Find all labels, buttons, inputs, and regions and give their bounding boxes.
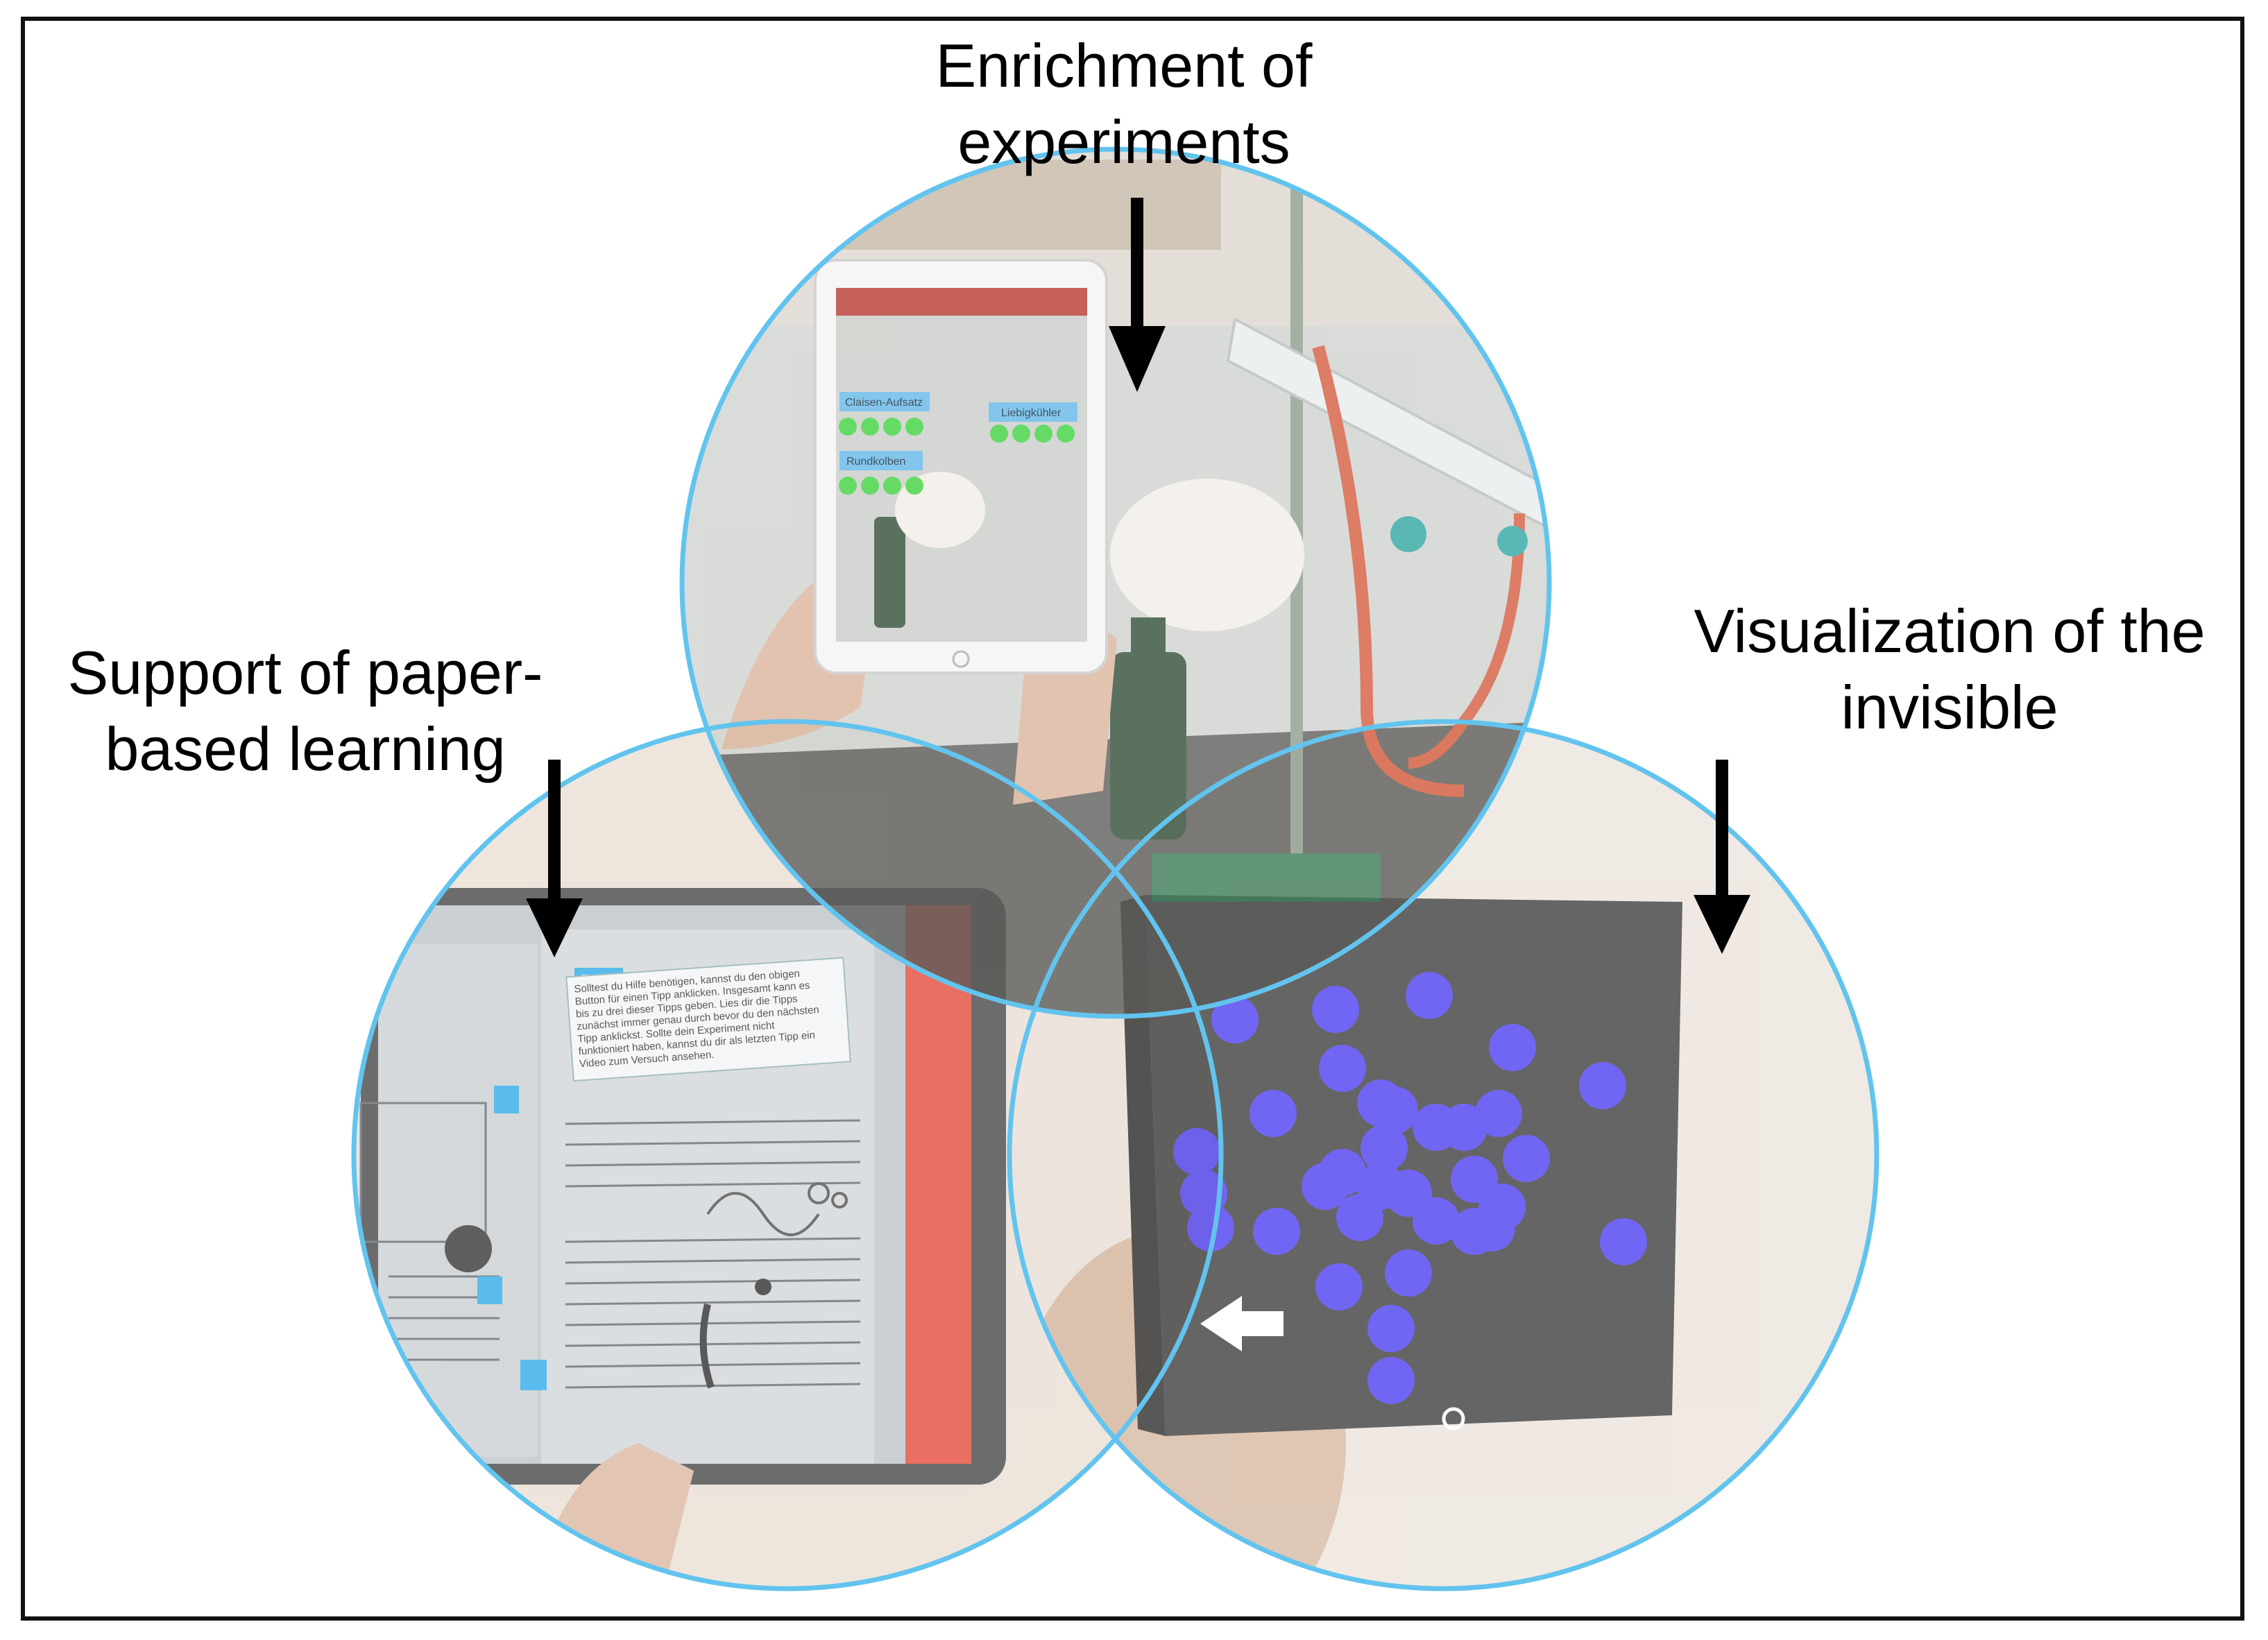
particle-23: [1413, 1197, 1460, 1245]
particle-29: [1315, 1263, 1363, 1310]
circle-invisible: [1007, 719, 1879, 1591]
particle-12: [1173, 1128, 1220, 1175]
label-invisible-line-1: Visualization of the: [1694, 597, 2206, 665]
label-experiments-line-1: Enrichment of: [935, 31, 1313, 100]
particle-14: [1503, 1135, 1550, 1182]
ar-label-rundkolben: Rundkolben: [846, 456, 905, 468]
particle-8: [1250, 1090, 1297, 1137]
particle-13: [1361, 1125, 1408, 1172]
particle-11: [1475, 1090, 1522, 1137]
arrow-invisible: [1694, 760, 1750, 954]
particle-1: [1312, 986, 1359, 1033]
label-experiments: Enrichment of experiments: [860, 28, 1388, 180]
particle-30: [1385, 1249, 1432, 1297]
particle-27: [1468, 1204, 1515, 1252]
particle-31: [1367, 1305, 1415, 1352]
particle-0: [1406, 972, 1453, 1019]
particle-cloud: [1173, 972, 1647, 1404]
label-invisible-line-2: invisible: [1841, 673, 2058, 742]
circle-experiments: [679, 146, 1552, 1019]
label-experiments-line-2: experiments: [957, 108, 1290, 176]
particle-28: [1600, 1218, 1647, 1265]
label-invisible: Visualization of the invisible: [1658, 593, 2241, 746]
circle-paper-learning: [351, 719, 1224, 1591]
arrow-paper-learning: [526, 760, 583, 957]
particle-4: [1319, 1045, 1366, 1092]
ar-label-claisen: Claisen-Aufsatz: [845, 397, 923, 409]
particle-25: [1253, 1208, 1300, 1255]
particle-22: [1336, 1194, 1383, 1241]
particle-24: [1187, 1204, 1234, 1252]
arrow-experiments: [1109, 198, 1166, 392]
tip-text: Solltest du Hilfe benötigen, kannst du d…: [574, 968, 819, 1070]
particle-16: [1302, 1163, 1349, 1210]
particle-32: [1367, 1357, 1415, 1404]
label-paper-learning: Support of paper- based learning: [35, 635, 576, 787]
particle-2: [1211, 996, 1259, 1043]
particle-5: [1579, 1062, 1626, 1109]
particle-7: [1371, 1086, 1418, 1134]
label-paper-learning-line-1: Support of paper-: [67, 638, 543, 707]
ar-label-liebig: Liebigkühler: [1001, 407, 1061, 419]
label-paper-learning-line-2: based learning: [105, 715, 506, 783]
particle-3: [1489, 1024, 1536, 1071]
